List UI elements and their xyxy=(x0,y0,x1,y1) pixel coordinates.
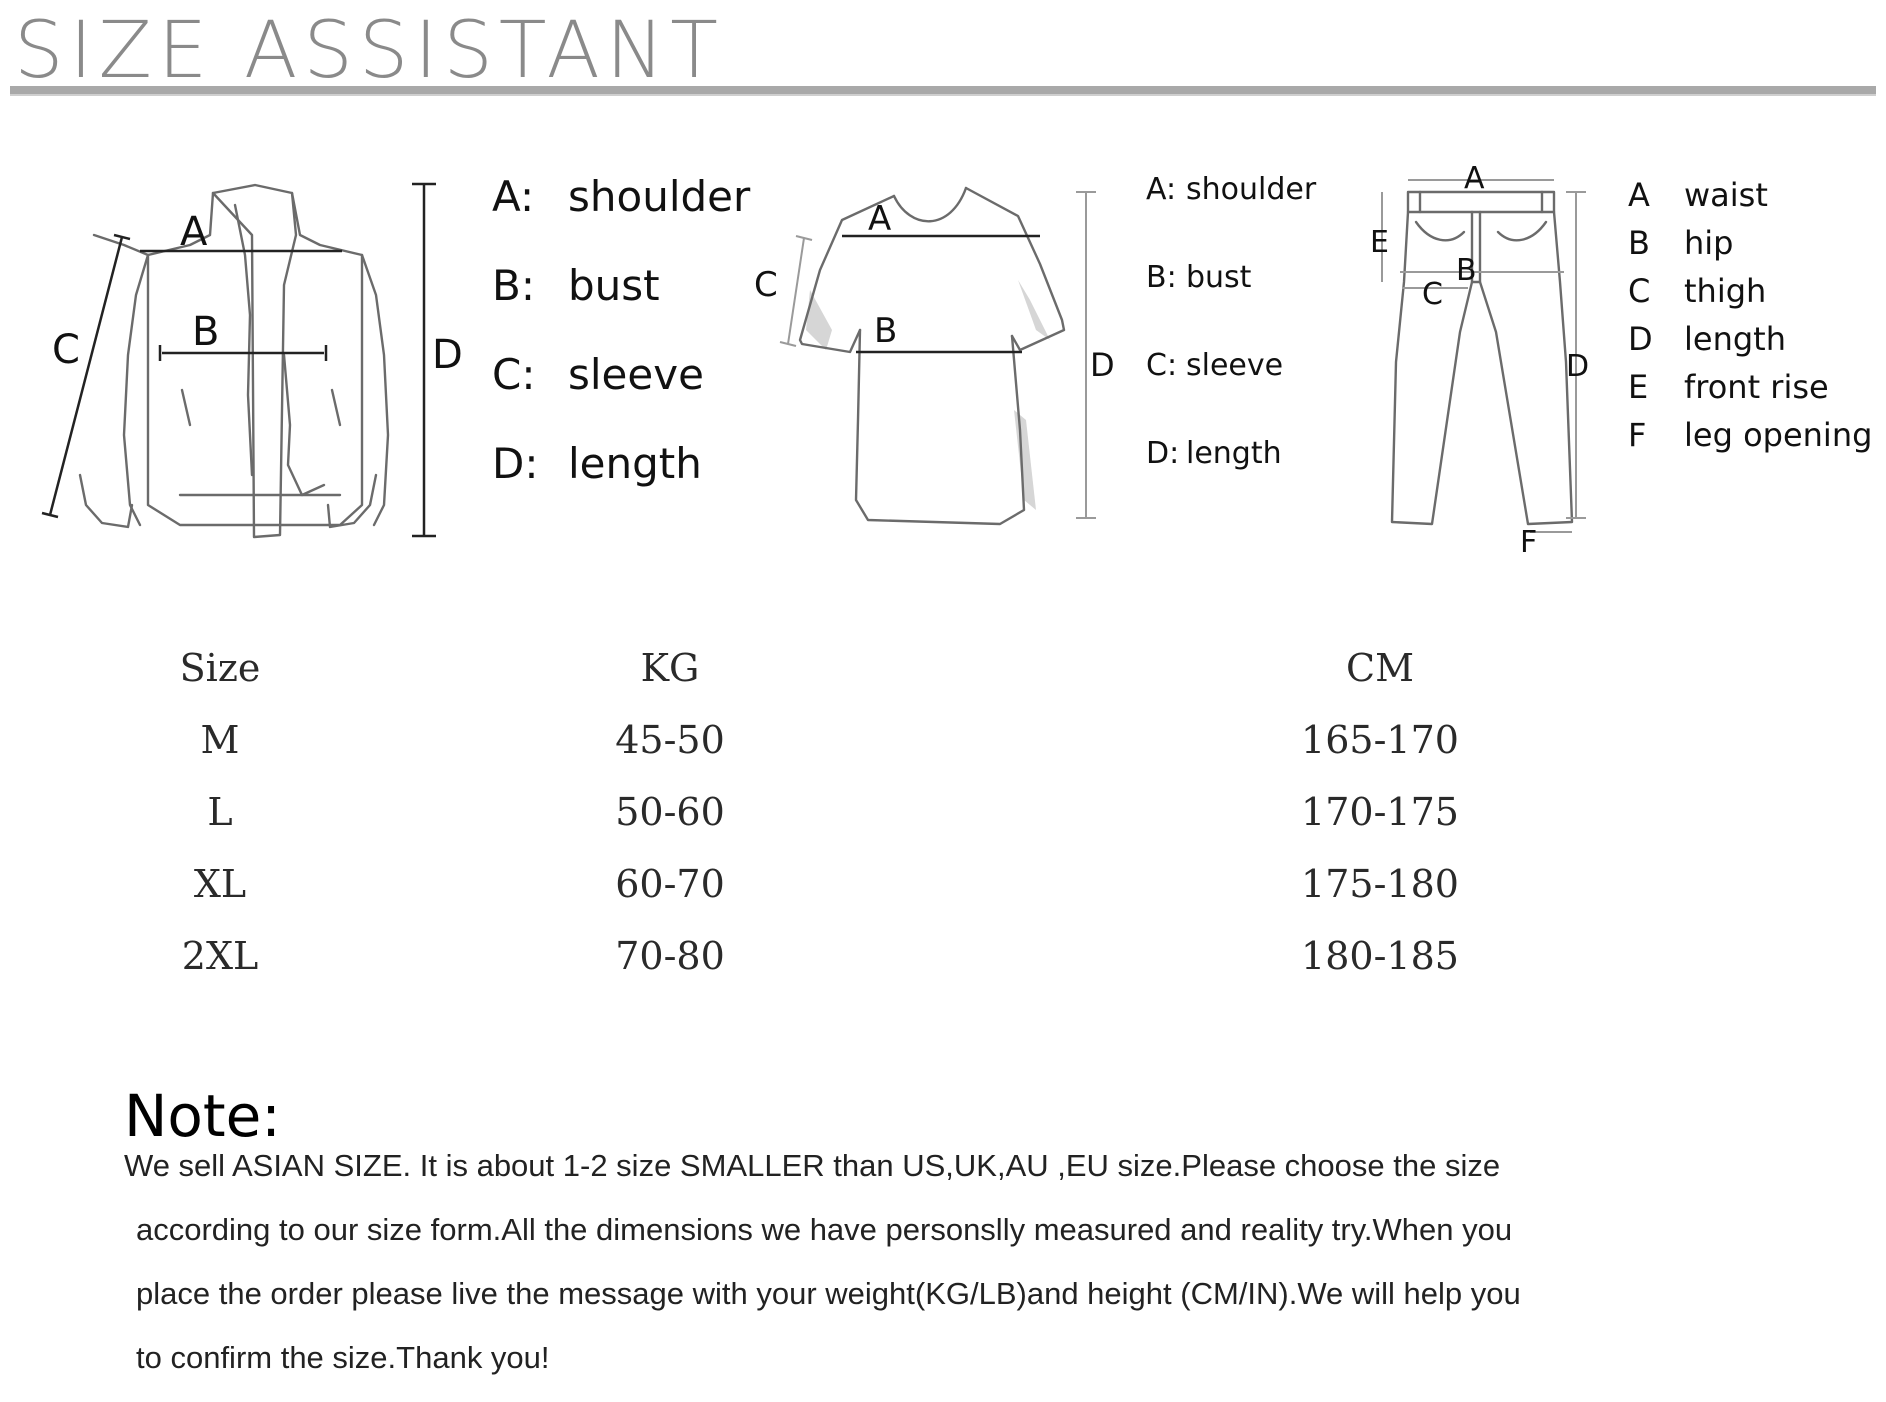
cell-kg: 45-50 xyxy=(615,718,725,762)
legend-key: A xyxy=(1628,176,1650,214)
note-heading: Note: xyxy=(124,1082,281,1150)
page-title: SIZE ASSISTANT xyxy=(14,6,724,96)
jacket-diagram: A B C xyxy=(40,175,470,545)
cell-kg: 50-60 xyxy=(615,790,725,834)
legend-item: D:length xyxy=(1146,436,1316,524)
pants-label-c: C xyxy=(1422,277,1443,312)
tshirt-label-c: C xyxy=(754,265,778,305)
cell-kg: 60-70 xyxy=(615,862,725,906)
column-header-kg: KG xyxy=(640,646,700,690)
note-line: according to our size form.All the dimen… xyxy=(136,1212,1513,1247)
legend-key: F xyxy=(1628,416,1647,454)
legend-item: D: length xyxy=(492,439,750,528)
legend-item: C: sleeve xyxy=(492,350,750,439)
cell-size: XL xyxy=(193,862,247,906)
legend-item: A: shoulder xyxy=(1146,172,1316,260)
tshirt-label-a: A xyxy=(868,199,891,239)
pants-label-b: B xyxy=(1456,253,1477,288)
tshirt-diagram: A B C xyxy=(750,180,1100,540)
table-header-row: Size KG CM xyxy=(120,632,1740,704)
table-row: XL 60-70 175-180 xyxy=(120,848,1740,920)
tshirt-length-guide: D xyxy=(1076,188,1126,524)
legend-label: shoulder xyxy=(568,172,751,221)
jacket-length-guide: D xyxy=(410,178,470,544)
legend-key: D xyxy=(1628,320,1653,358)
legend-key: B xyxy=(1628,224,1650,262)
note-line: place the order please live the message … xyxy=(136,1276,1521,1311)
legend-label: thigh xyxy=(1684,272,1767,310)
pants-diagram: A B C E F xyxy=(1360,162,1620,554)
legend-label: length xyxy=(568,439,702,488)
table-row: L 50-60 170-175 xyxy=(120,776,1740,848)
legend-label: bust xyxy=(568,261,660,310)
cell-cm: 165-170 xyxy=(1301,718,1459,762)
legend-key: B: xyxy=(1146,260,1177,295)
cell-size: M xyxy=(200,718,240,762)
tshirt-label-d: D xyxy=(1090,346,1115,384)
jacket-label-b: B xyxy=(192,309,219,355)
pants-label-d: D xyxy=(1566,349,1589,384)
legend-label: length xyxy=(1684,320,1786,358)
legend-key: E xyxy=(1628,368,1649,406)
pants-label-f: F xyxy=(1520,525,1537,554)
jacket-label-c: C xyxy=(52,327,80,373)
table-row: M 45-50 165-170 xyxy=(120,704,1740,776)
legend-label: front rise xyxy=(1684,368,1829,406)
cell-cm: 170-175 xyxy=(1301,790,1459,834)
legend-label: sleeve xyxy=(568,350,704,399)
legend-label: shoulder xyxy=(1186,172,1317,207)
cell-size: 2XL xyxy=(181,934,259,978)
tshirt-label-b: B xyxy=(874,311,897,351)
jacket-label-a: A xyxy=(180,209,208,255)
legend-label: length xyxy=(1186,436,1282,471)
legend-item: B: bust xyxy=(1146,260,1316,348)
legend-key: A: xyxy=(492,172,535,221)
jacket-legend: A: shoulder B: bust C: sleeve D: length xyxy=(492,172,750,528)
size-table: Size KG CM M 45-50 165-170 L 50-60 170-1… xyxy=(120,632,1740,992)
legend-item: B: bust xyxy=(492,261,750,350)
legend-key: B: xyxy=(492,261,535,310)
tshirt-legend: A: shoulder B: bust C:sleeve D:length xyxy=(1146,172,1316,524)
legend-key: C: xyxy=(492,350,536,399)
legend-key: A: xyxy=(1146,172,1177,207)
column-header-size: Size xyxy=(179,646,261,690)
legend-label: bust xyxy=(1186,260,1252,295)
pants-length-guide: D xyxy=(1566,188,1616,524)
cell-cm: 180-185 xyxy=(1301,934,1459,978)
legend-key: C xyxy=(1628,272,1651,310)
legend-key: C: xyxy=(1146,348,1178,383)
cell-size: L xyxy=(207,790,233,834)
pants-label-a: A xyxy=(1464,162,1485,196)
note-line: We sell ASIAN SIZE. It is about 1-2 size… xyxy=(124,1148,1501,1183)
legend-item: C:sleeve xyxy=(1146,348,1316,436)
legend-item: A: shoulder xyxy=(492,172,750,261)
legend-key: D: xyxy=(492,439,539,488)
column-header-cm: CM xyxy=(1346,646,1414,690)
legend-label: sleeve xyxy=(1186,348,1284,383)
legend-key: D: xyxy=(1146,436,1180,471)
pants-label-e: E xyxy=(1370,225,1389,260)
legend-label: hip xyxy=(1684,224,1734,262)
legend-label: waist xyxy=(1684,176,1768,214)
jacket-label-d: D xyxy=(432,332,463,378)
cell-cm: 175-180 xyxy=(1301,862,1459,906)
note-line: to confirm the size.Thank you! xyxy=(136,1340,550,1375)
title-divider xyxy=(10,86,1876,96)
note-text: We sell ASIAN SIZE. It is about 1-2 size… xyxy=(124,1146,1824,1402)
legend-label: leg opening xyxy=(1684,416,1873,454)
table-row: 2XL 70-80 180-185 xyxy=(120,920,1740,992)
cell-kg: 70-80 xyxy=(615,934,725,978)
